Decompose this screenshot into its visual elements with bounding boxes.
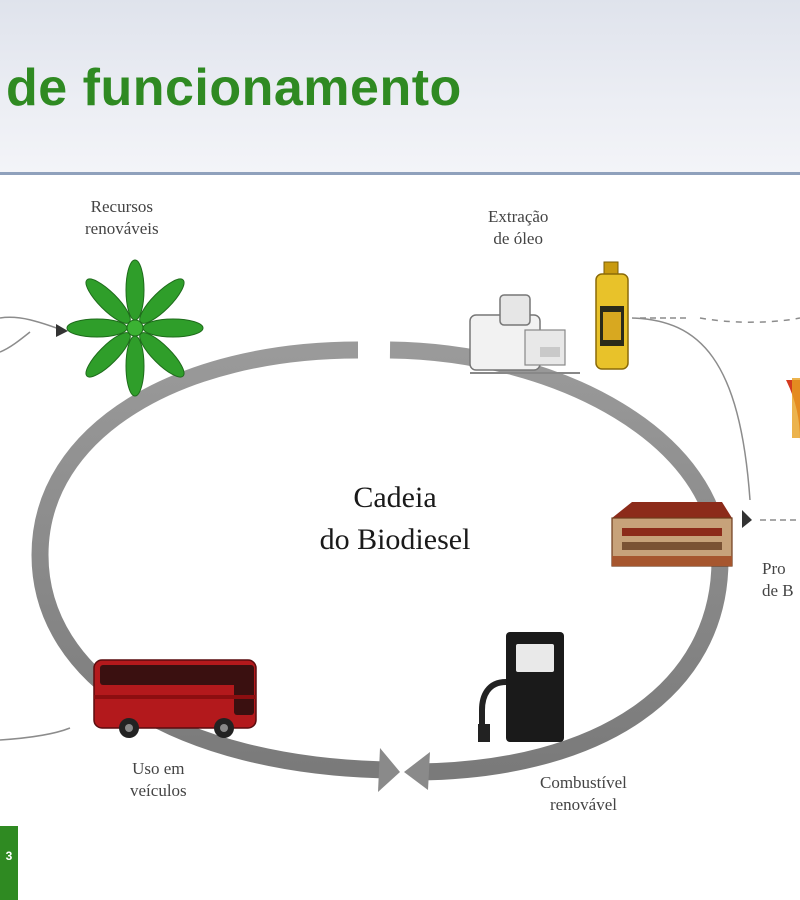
oil-bottle-icon <box>595 261 629 370</box>
factory-building-icon <box>611 502 733 567</box>
cycle-center-label: Cadeia do Biodiesel <box>270 477 520 561</box>
cycle-arrow-head-right <box>404 752 430 790</box>
stage-label-line-1: Pro <box>762 559 786 578</box>
bus-vehicle-icon <box>93 659 257 738</box>
connector-arrow-right <box>742 510 752 528</box>
stage-label-line-2: de óleo <box>493 229 543 248</box>
stage-label-line-2: de B <box>762 581 794 600</box>
header-divider <box>0 172 800 175</box>
stage-label-line-2: renováveis <box>85 219 159 238</box>
page-title: de funcionamento <box>6 59 462 117</box>
plant-leaf-icon <box>66 259 204 397</box>
connector-lines <box>0 316 800 741</box>
stage-label-renewable-resources: Recursos renováveis <box>85 196 159 240</box>
stage-label-line-2: veículos <box>130 781 187 800</box>
cycle-arrow-head-left <box>378 748 400 792</box>
center-label-line-1: Cadeia <box>353 481 437 514</box>
stage-label-oil-extraction: Extração de óleo <box>488 206 548 250</box>
stage-label-line-1: Recursos <box>90 197 153 216</box>
stage-label-line-1: Extração <box>488 207 549 226</box>
fuel-pump-icon <box>478 632 564 742</box>
stage-label-line-1: Combustível <box>540 773 627 792</box>
center-label-line-2: do Biodiesel <box>319 523 471 556</box>
stage-label-line-2: renovável <box>549 795 617 814</box>
stage-label-vehicle-use: Uso em veículos <box>130 758 187 802</box>
corner-badge: 3 <box>0 826 18 900</box>
stage-label-production: Pro de B <box>762 558 794 602</box>
stage-label-renewable-fuel: Combustível renovável <box>540 772 627 816</box>
stage-label-line-1: Uso em <box>132 759 185 778</box>
slide-header <box>0 0 800 172</box>
oil-extraction-machine-icon <box>469 294 580 374</box>
connector-arrow <box>56 324 68 337</box>
